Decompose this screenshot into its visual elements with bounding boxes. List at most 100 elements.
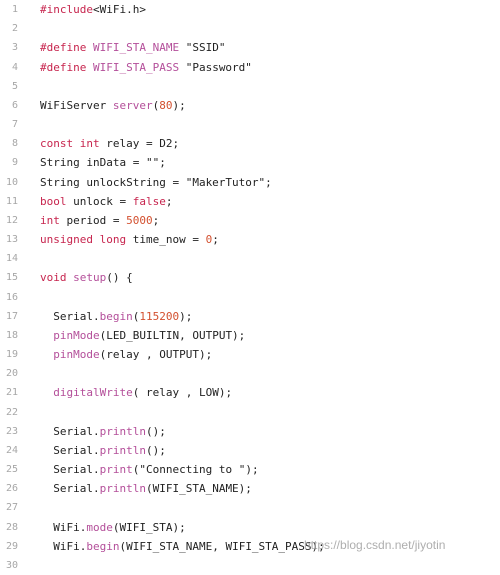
code-token: int: [40, 213, 60, 227]
code-token: String unlockString = "MakerTutor";: [40, 175, 272, 189]
line-number: 3: [11, 42, 18, 54]
code-line: 19 pinMode(relay , OUTPUT);: [0, 345, 500, 364]
line-number: 10: [5, 176, 18, 188]
code-line: 7: [0, 115, 500, 134]
line-content: WiFi.mode(WIFI_STA);: [40, 518, 186, 537]
line-content: #define WIFI_STA_PASS "Password": [40, 58, 252, 77]
code-token: ;: [152, 213, 160, 227]
code-token: begin: [99, 309, 133, 323]
code-line: 28 WiFi.mode(WIFI_STA);: [0, 518, 500, 537]
code-token: "SSID": [179, 41, 226, 55]
line-content: pinMode(LED_BUILTIN, OUTPUT);: [40, 326, 245, 345]
code-token: print: [99, 463, 133, 477]
code-line: 17 Serial.begin(115200);: [0, 307, 500, 326]
line-content: const int relay = D2;: [40, 134, 179, 153]
code-token: WiFi.: [40, 539, 87, 553]
code-token: (LED_BUILTIN, OUTPUT);: [99, 328, 246, 342]
line-content: Serial.println();: [40, 422, 166, 441]
code-token: 0: [205, 233, 213, 247]
code-token: Serial.: [40, 424, 100, 438]
code-line: 8 const int relay = D2;: [0, 134, 500, 153]
line-content: Serial.print("Connecting to ");: [40, 460, 259, 479]
code-token: (relay , OUTPUT);: [99, 348, 213, 362]
code-token: WIFI_STA_NAME: [92, 41, 180, 55]
code-token: #define: [40, 60, 93, 74]
code-token: (WIFI_STA_NAME, WIFI_STA_PASS);: [119, 539, 325, 553]
code-line: 2: [0, 19, 500, 38]
code-token: [73, 137, 80, 150]
line-number: 20: [5, 368, 18, 380]
line-number: 8: [11, 138, 18, 150]
code-token: pinMode: [53, 348, 100, 362]
code-token: [40, 386, 53, 399]
code-line: 26 Serial.println(WIFI_STA_NAME);: [0, 479, 500, 498]
line-number: 5: [11, 80, 18, 92]
code-token: unlock =: [66, 194, 133, 208]
code-token: setup: [73, 271, 107, 285]
code-token: (: [132, 309, 140, 323]
code-token: (WIFI_STA);: [112, 520, 186, 534]
code-token: WIFI_STA_PASS: [92, 60, 180, 74]
code-line: 12 int period = 5000;: [0, 211, 500, 230]
line-content: #include<WiFi.h>: [40, 0, 146, 19]
line-number: 21: [5, 387, 18, 399]
line-number: 28: [5, 521, 18, 533]
code-token: WiFiServer: [40, 98, 113, 112]
code-token: ("Connecting to ");: [132, 463, 259, 477]
code-token: 115200: [139, 309, 180, 323]
line-number: 24: [5, 444, 18, 456]
line-number: 23: [5, 425, 18, 437]
watermark-text: https://blog.csdn.net/jiyotin: [304, 538, 446, 552]
code-line: 24 Serial.println();: [0, 441, 500, 460]
line-number: 19: [5, 349, 18, 361]
code-token: () {: [106, 271, 133, 285]
line-number: 30: [5, 559, 18, 571]
code-token: ();: [145, 443, 166, 457]
code-token: println: [99, 443, 146, 457]
line-content: pinMode(relay , OUTPUT);: [40, 345, 212, 364]
code-token: ();: [145, 424, 166, 438]
code-line: 3#define WIFI_STA_NAME "SSID": [0, 38, 500, 57]
code-token: Serial.: [40, 482, 100, 496]
code-token: #include: [40, 3, 93, 16]
line-number: 15: [5, 272, 18, 284]
code-token: );: [172, 98, 186, 112]
code-token: server: [112, 98, 153, 112]
code-token: Serial.: [40, 463, 100, 477]
line-number: 12: [5, 214, 18, 226]
line-content: WiFi.begin(WIFI_STA_NAME, WIFI_STA_PASS)…: [40, 537, 325, 556]
line-number: 22: [5, 406, 18, 418]
line-number: 25: [5, 464, 18, 476]
code-line: 27: [0, 498, 500, 517]
code-token: ;: [165, 194, 173, 208]
line-number: 18: [5, 329, 18, 341]
code-token: false: [132, 194, 166, 208]
code-token: Serial.: [40, 309, 100, 323]
code-line: 22: [0, 403, 500, 422]
line-number: 14: [5, 253, 18, 265]
code-line: 30: [0, 556, 500, 575]
code-token: mode: [86, 520, 113, 534]
line-number: 16: [5, 291, 18, 303]
code-token: pinMode: [53, 328, 100, 342]
code-line: 4 #define WIFI_STA_PASS "Password": [0, 58, 500, 77]
line-number: 1: [11, 4, 18, 15]
line-number: 4: [11, 61, 18, 73]
line-content: int period = 5000;: [40, 211, 159, 230]
code-token: println: [99, 482, 146, 496]
code-line: 29 WiFi.begin(WIFI_STA_NAME, WIFI_STA_PA…: [0, 537, 500, 556]
code-token: digitalWrite: [53, 386, 133, 400]
line-content: WiFiServer server(80);: [40, 96, 186, 115]
line-number: 6: [11, 99, 18, 111]
code-line: 16: [0, 288, 500, 307]
code-token: begin: [86, 539, 120, 553]
code-token: (WIFI_STA_NAME);: [145, 482, 252, 496]
code-line: 21 digitalWrite( relay , LOW);: [0, 383, 500, 402]
code-line: 1 #include<WiFi.h>: [0, 0, 500, 19]
code-line: 6 WiFiServer server(80);: [0, 96, 500, 115]
code-token: Serial.: [40, 443, 100, 457]
